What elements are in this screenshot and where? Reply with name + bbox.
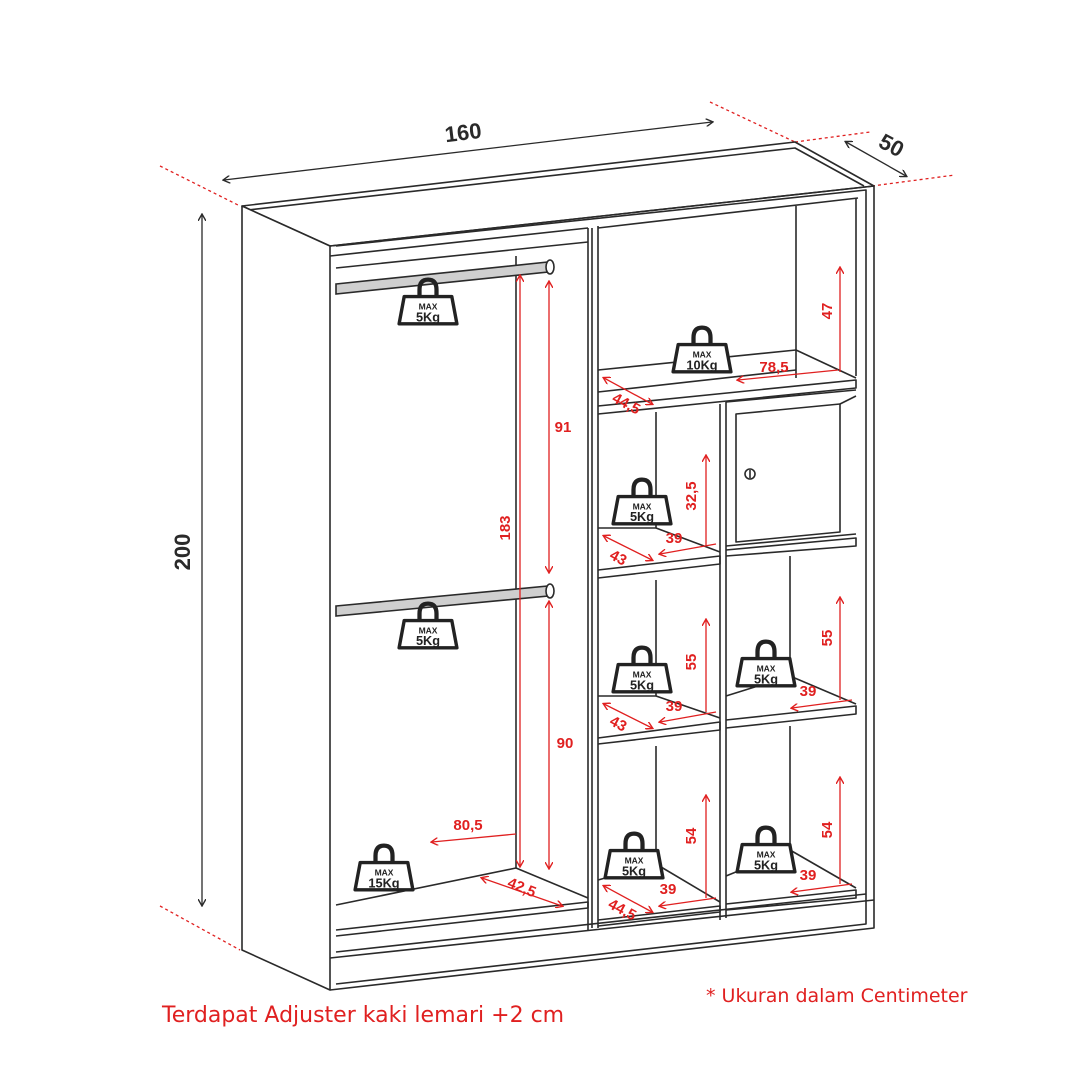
svg-text:MAX: MAX: [419, 625, 438, 635]
extension-lines: [159, 101, 956, 951]
svg-text:MAX: MAX: [419, 301, 438, 311]
label-42-5: 42,5: [505, 874, 538, 901]
label-80-5: 80,5: [453, 817, 482, 834]
weight-icon-cell-d: MAX 5Kg: [605, 834, 663, 879]
label-55-c: 55: [819, 630, 836, 647]
svg-text:MAX: MAX: [375, 867, 394, 877]
weight-icon-cell-e: MAX 5Kg: [737, 828, 795, 873]
svg-text:5Kg: 5Kg: [754, 671, 778, 686]
weight-icon-cell-a: MAX 5Kg: [613, 480, 671, 525]
overall-dimensions: [202, 122, 906, 905]
label-44-5-top: 44,5: [609, 390, 643, 419]
label-39-d: 39: [660, 881, 677, 898]
label-54-e: 54: [819, 821, 836, 838]
overall-depth-label: 50: [875, 129, 908, 163]
overall-width-label: 160: [443, 118, 482, 147]
front-frame: [329, 185, 875, 991]
label-39-c: 39: [800, 683, 817, 700]
label-91: 91: [555, 419, 572, 436]
hanging-rails: [335, 259, 555, 617]
depth-dimension-line: [846, 142, 906, 176]
label-39-e: 39: [800, 867, 817, 884]
svg-text:5Kg: 5Kg: [754, 857, 778, 872]
cabinet-door: [735, 403, 841, 543]
svg-text:5Kg: 5Kg: [630, 677, 654, 692]
svg-text:MAX: MAX: [757, 663, 776, 673]
label-90: 90: [557, 735, 574, 752]
unit-note: * Ukuran dalam Centimeter: [706, 985, 968, 1007]
door-knob: [744, 468, 756, 480]
svg-text:5Kg: 5Kg: [416, 633, 440, 648]
inner-dimension-lines: [432, 268, 853, 912]
wardrobe-top: [241, 141, 875, 247]
svg-text:MAX: MAX: [633, 501, 652, 511]
weight-icon-top-shelf: MAX 10Kg: [673, 328, 731, 373]
label-78-5: 78,5: [759, 359, 788, 376]
adjuster-note: Terdapat Adjuster kaki lemari +2 cm: [162, 1003, 565, 1028]
left-side-panel: [241, 205, 331, 991]
label-39-b: 39: [666, 698, 683, 715]
overall-height-label: 200: [170, 534, 195, 571]
label-43-b: 43: [607, 713, 630, 736]
svg-text:MAX: MAX: [693, 349, 712, 359]
label-32-5: 32,5: [683, 481, 700, 510]
label-55-b: 55: [683, 654, 700, 671]
wardrobe-body: [241, 141, 875, 991]
width-dimension-line: [224, 122, 712, 180]
label-47: 47: [819, 303, 836, 320]
weight-icon-rail-top: MAX 5Kg: [399, 280, 457, 325]
svg-text:5Kg: 5Kg: [630, 509, 654, 524]
svg-text:MAX: MAX: [633, 669, 652, 679]
svg-text:5Kg: 5Kg: [622, 863, 646, 878]
label-54-d: 54: [683, 827, 700, 844]
label-43-a: 43: [607, 547, 630, 570]
weight-icon-floor: MAX 15Kg: [355, 846, 413, 891]
svg-text:MAX: MAX: [757, 849, 776, 859]
label-39-a: 39: [666, 530, 683, 547]
weight-icon-cell-b: MAX 5Kg: [613, 648, 671, 693]
svg-text:5Kg: 5Kg: [416, 309, 440, 324]
svg-text:10Kg: 10Kg: [686, 357, 717, 372]
label-183: 183: [497, 515, 514, 540]
weight-icon-rail-bottom: MAX 5Kg: [399, 604, 457, 649]
weight-icon-cell-c: MAX 5Kg: [737, 642, 795, 687]
svg-text:MAX: MAX: [625, 855, 644, 865]
svg-text:15Kg: 15Kg: [368, 875, 399, 890]
